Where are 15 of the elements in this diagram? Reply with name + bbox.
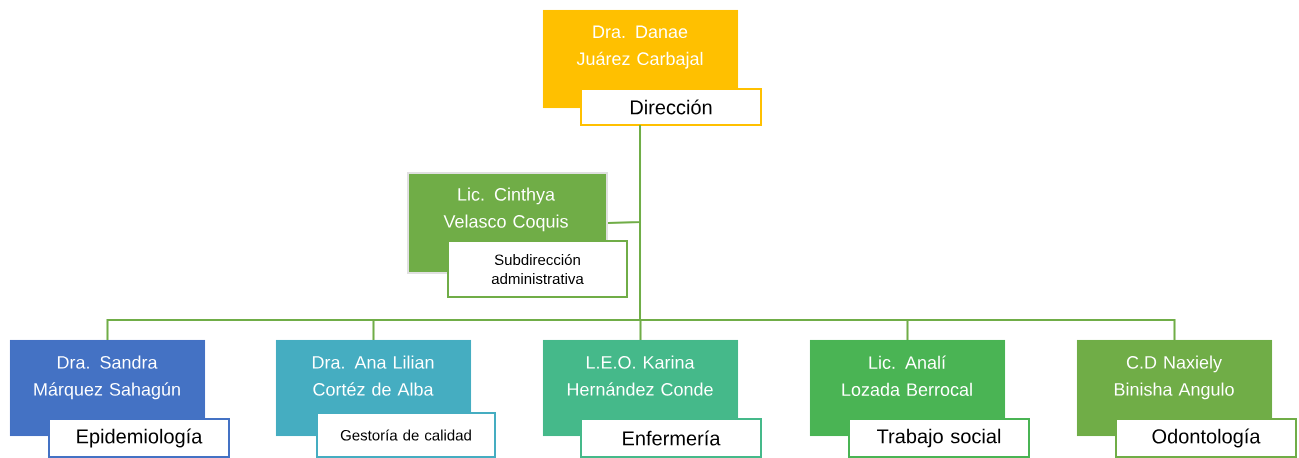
name-text: Dra. Sandra Márquez Sahagún: [34, 355, 180, 400]
name-text: C.D Naxiely Binisha Angulo: [1114, 355, 1234, 400]
name-text: L.E.O. Karina Hernández Conde: [567, 355, 713, 396]
name-text: Dra. Ana Lilian Cortéz de Alba: [312, 355, 434, 396]
role-label: Trabajo social: [848, 418, 1030, 458]
role-label: Enfermería: [580, 418, 762, 458]
role-label: Subdirección administrativa: [447, 240, 628, 298]
name-text: Dra. Danae Juárez Carbajal: [576, 25, 703, 69]
role-label: Dirección: [580, 88, 762, 126]
name-text: Lic. Cinthya Velasco Coquis: [443, 187, 568, 232]
role-label: Odontología: [1115, 418, 1297, 458]
connector-line: [639, 124, 1176, 341]
role-label: Epidemiología: [48, 418, 230, 458]
name-text: Lic. Analí Lozada Berrocal: [842, 355, 972, 396]
role-label: Gestoría de calidad: [316, 412, 496, 458]
